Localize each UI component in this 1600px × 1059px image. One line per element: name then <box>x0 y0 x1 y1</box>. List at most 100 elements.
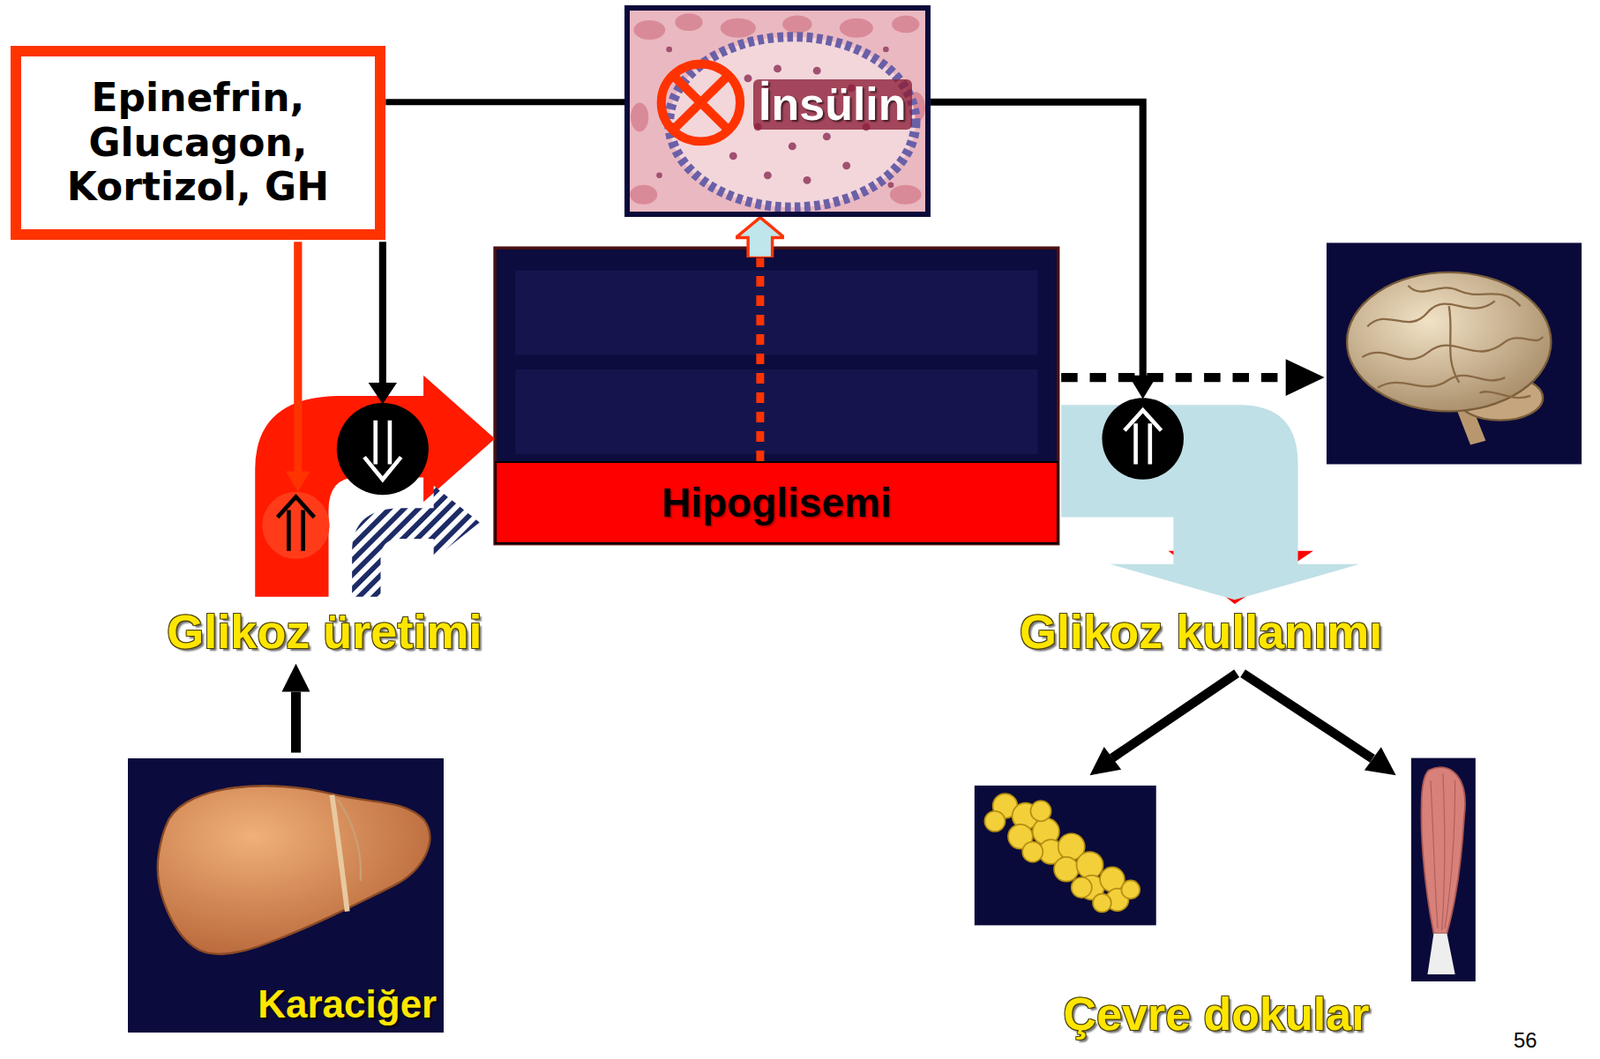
decrease-circle <box>336 403 429 495</box>
islet-picture-box: İnsülin <box>624 5 931 218</box>
islet-picture <box>630 102 649 132</box>
fat-tissue-picture <box>1121 880 1140 899</box>
node-text: İnsülin <box>753 79 913 130</box>
process-label: Glikoz üretimi <box>164 605 484 658</box>
islet-picture <box>633 20 666 40</box>
page-number: 56 <box>1513 1030 1538 1052</box>
islet-picture <box>882 45 890 53</box>
node-text: Karaciğer <box>257 982 437 1028</box>
islet-picture <box>822 132 831 141</box>
islet-picture <box>782 14 813 33</box>
increase-circle <box>288 510 303 552</box>
process-label: Glikoz kullanımı <box>1017 605 1384 658</box>
crossed-out-symbol <box>661 63 741 142</box>
tissue-label: Çevre dokular <box>1063 989 1370 1040</box>
islet-picture <box>665 45 673 53</box>
node-text: Glikoz kullanımı <box>1019 605 1383 658</box>
fat-tissue-picture <box>984 793 1140 913</box>
muscle-picture <box>1427 934 1455 975</box>
decrease-circle <box>375 420 390 465</box>
brain-picture <box>1367 300 1496 327</box>
tissue-arrows <box>1090 673 1397 777</box>
uptake-circle <box>1101 397 1184 480</box>
hormone-red-line <box>293 241 302 474</box>
state-band: Hipoglisemi <box>494 461 1059 545</box>
dark-chamber <box>515 369 1038 455</box>
tissue-arrows <box>1364 747 1397 776</box>
fat-tissue-picture <box>984 811 1005 832</box>
islet-picture <box>629 10 926 213</box>
decrease-circle <box>364 456 402 479</box>
tissue-arrows <box>1090 747 1122 776</box>
crossed-out-symbol <box>661 63 741 142</box>
uptake-circle <box>1136 423 1151 464</box>
islet-picture <box>629 185 658 205</box>
brain-picture <box>1326 242 1582 464</box>
hormone-red-line <box>285 241 311 492</box>
fat-tissue-picture <box>1030 800 1051 822</box>
islet-picture <box>763 171 772 180</box>
brain-picture <box>1361 336 1543 360</box>
muscle-picture <box>1430 780 1438 929</box>
node-text: Hipoglisemi <box>661 478 892 527</box>
islet-picture <box>888 181 895 188</box>
crossed-out-symbol <box>674 77 726 128</box>
islet-picture <box>839 18 874 38</box>
muscle-picture <box>1442 773 1445 931</box>
tissue-arrows <box>1242 673 1373 760</box>
production-arrows <box>254 375 495 598</box>
brain-dotted-arrow <box>1285 358 1325 397</box>
islet-picture <box>674 13 703 31</box>
brain-dotted-arrow <box>1061 373 1288 382</box>
fat-tissue-picture <box>974 785 1157 926</box>
dark-chamber <box>494 247 1059 544</box>
node-text: Glikoz üretimi <box>166 605 482 658</box>
liver-picture <box>157 785 429 955</box>
uptake-circle <box>1101 397 1184 480</box>
increase-circle <box>261 492 329 560</box>
islet-picture <box>803 176 812 185</box>
fat-tissue-picture <box>1054 857 1079 883</box>
dark-chamber <box>515 270 1038 356</box>
decrease-circle <box>336 403 429 495</box>
insulin-uptake-line <box>930 102 1144 381</box>
liver-picture-box: Karaciğer <box>127 758 445 1033</box>
fat-tissue-picture <box>1076 852 1104 879</box>
fat-tissue-picture <box>1071 877 1092 898</box>
production-arrows <box>351 485 480 598</box>
brain-picture <box>1449 306 1460 383</box>
liver-picture <box>336 799 361 882</box>
uptake-circle <box>1124 410 1162 431</box>
muscle-picture <box>1444 780 1456 929</box>
islet-picture <box>842 161 851 170</box>
brain-picture <box>1479 391 1531 398</box>
insulin-black-line <box>368 382 397 404</box>
islet-picture <box>744 74 753 83</box>
brain-picture <box>1377 375 1506 389</box>
dark-chamber <box>494 247 1059 544</box>
islet-picture <box>729 151 738 160</box>
liver-output-arrow <box>291 692 301 754</box>
islet-picture <box>656 171 663 179</box>
insulin-uptake-line <box>1128 375 1158 400</box>
insulin-link-line <box>385 98 625 105</box>
insulin-black-line <box>368 241 397 404</box>
islet-picture <box>720 18 756 38</box>
fat-tissue-picture <box>1022 842 1043 863</box>
islet-picture <box>889 185 922 205</box>
increase-circle <box>277 496 315 517</box>
insulin-black-line <box>379 241 387 385</box>
islet-picture <box>891 14 920 33</box>
node-text: Epinefrin, Glucagon, Kortizol, GH <box>29 75 367 210</box>
muscle-picture <box>1411 758 1476 982</box>
production-arrows <box>254 375 495 598</box>
brain-picture <box>1361 285 1543 398</box>
islet-picture <box>813 67 822 75</box>
increase-circle <box>261 492 329 560</box>
muscle-picture <box>1430 773 1456 931</box>
feedback-dotted-arrow <box>755 257 764 462</box>
islet-picture <box>773 64 782 73</box>
fat-tissue-picture <box>974 785 1157 926</box>
islet-picture <box>788 142 797 150</box>
